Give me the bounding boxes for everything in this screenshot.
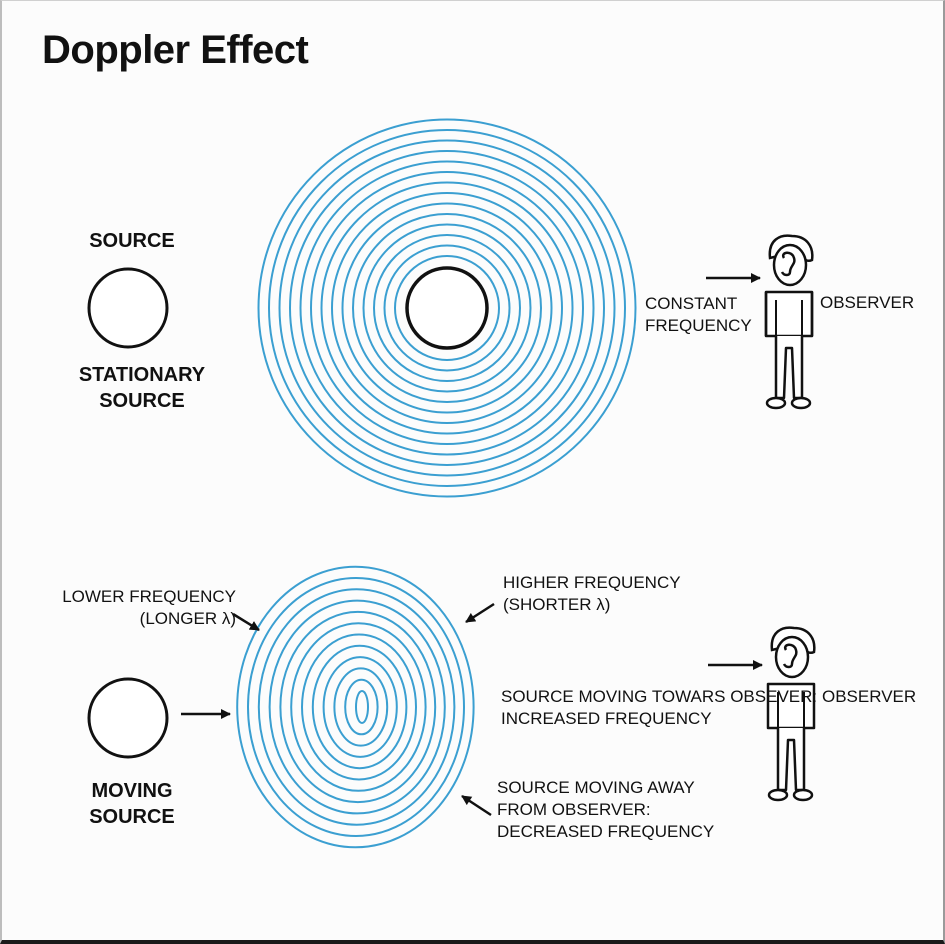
moving-wave-ring: [257, 588, 456, 826]
stationary-wave-ring: [373, 234, 521, 382]
moving-wave-rings: [236, 565, 475, 849]
towards-observer-line-2: INCREASED FREQUENCY: [501, 709, 712, 728]
stationary-caption-line-2: SOURCE: [99, 390, 185, 412]
moving-wave-ring: [333, 667, 389, 747]
stationary-wave-ring: [362, 223, 532, 393]
constant-frequency-line-2: FREQUENCY: [645, 316, 752, 335]
arrow-icon-moving-away: [461, 794, 492, 817]
arrow-icon-higher-frequency: [465, 602, 495, 624]
constant-frequency-label: CONSTANT FREQUENCY: [645, 293, 752, 337]
stationary-wave-ring: [310, 171, 584, 445]
lower-frequency-line-1: LOWER FREQUENCY: [62, 587, 236, 606]
stationary-wave-ring: [331, 192, 563, 424]
away-line-3: DECREASED FREQUENCY: [497, 822, 715, 841]
higher-frequency-line-2: (SHORTER λ): [503, 595, 611, 614]
stationary-wave-ring: [268, 129, 626, 487]
stationary-center-source: [405, 266, 489, 350]
stationary-wave-ring: [352, 213, 542, 403]
observer-icon-1: [764, 234, 814, 410]
observer-icon-2: [766, 626, 816, 802]
towards-observer-line-1: SOURCE MOVING TOWARS OBSEVER:: [501, 687, 818, 706]
stationary-wave-ring: [289, 150, 605, 466]
source-top-label: SOURCE: [89, 230, 175, 252]
stationary-wave-ring: [278, 139, 616, 477]
moving-caption-line-2: SOURCE: [89, 806, 175, 828]
ear-icon: [780, 251, 796, 277]
moving-wave-ring: [322, 656, 398, 758]
constant-frequency-line-1: CONSTANT: [645, 294, 738, 313]
moving-source-circle: [87, 677, 169, 759]
higher-frequency-label: HIGHER FREQUENCY (SHORTER λ): [503, 572, 681, 616]
moving-wave-ring: [290, 622, 427, 792]
stationary-wave-ring: [320, 181, 574, 435]
moving-wave-ring: [301, 633, 417, 781]
moving-caption-line-1: MOVING: [91, 780, 173, 802]
stationary-wave-ring: [394, 255, 500, 361]
higher-frequency-line-1: HIGHER FREQUENCY: [503, 573, 681, 592]
moving-wave-ring: [279, 610, 437, 804]
moving-source-caption: MOVING SOURCE: [68, 778, 196, 830]
away-line-2: FROM OBSERVER:: [497, 800, 651, 819]
stationary-wave-ring: [257, 118, 637, 498]
moving-wave-ring: [355, 690, 369, 724]
observer-label-1: OBSERVER: [820, 293, 915, 312]
ear-icon: [782, 643, 798, 669]
moving-wave-ring: [311, 644, 408, 770]
stationary-wave-ring: [341, 202, 553, 414]
stationary-wave-ring: [299, 160, 595, 456]
away-from-observer-label: SOURCE MOVING AWAY FROM OBSERVER: DECREA…: [497, 777, 714, 843]
lower-frequency-line-2: (LONGER λ): [139, 609, 236, 628]
stationary-wave-ring: [383, 244, 511, 372]
stationary-wave-rings: [257, 118, 637, 498]
moving-wave-ring: [268, 599, 446, 815]
stationary-source-circle: [87, 267, 169, 349]
stationary-source-caption: STATIONARY SOURCE: [58, 362, 226, 414]
lower-frequency-label: LOWER FREQUENCY (LONGER λ): [40, 586, 236, 630]
moving-wave-ring: [247, 577, 465, 837]
stationary-caption-line-1: STATIONARY: [78, 364, 206, 386]
towards-observer-label: SOURCE MOVING TOWARS OBSEVER: INCREASED …: [501, 686, 817, 730]
away-line-1: SOURCE MOVING AWAY: [497, 778, 695, 797]
moving-wave-ring: [236, 565, 475, 849]
moving-wave-ring: [344, 678, 379, 736]
observer-label-2: OBSERVER: [822, 687, 917, 706]
page-title: Doppler Effect: [42, 28, 309, 72]
arrow-icon-lower-frequency: [232, 612, 260, 632]
